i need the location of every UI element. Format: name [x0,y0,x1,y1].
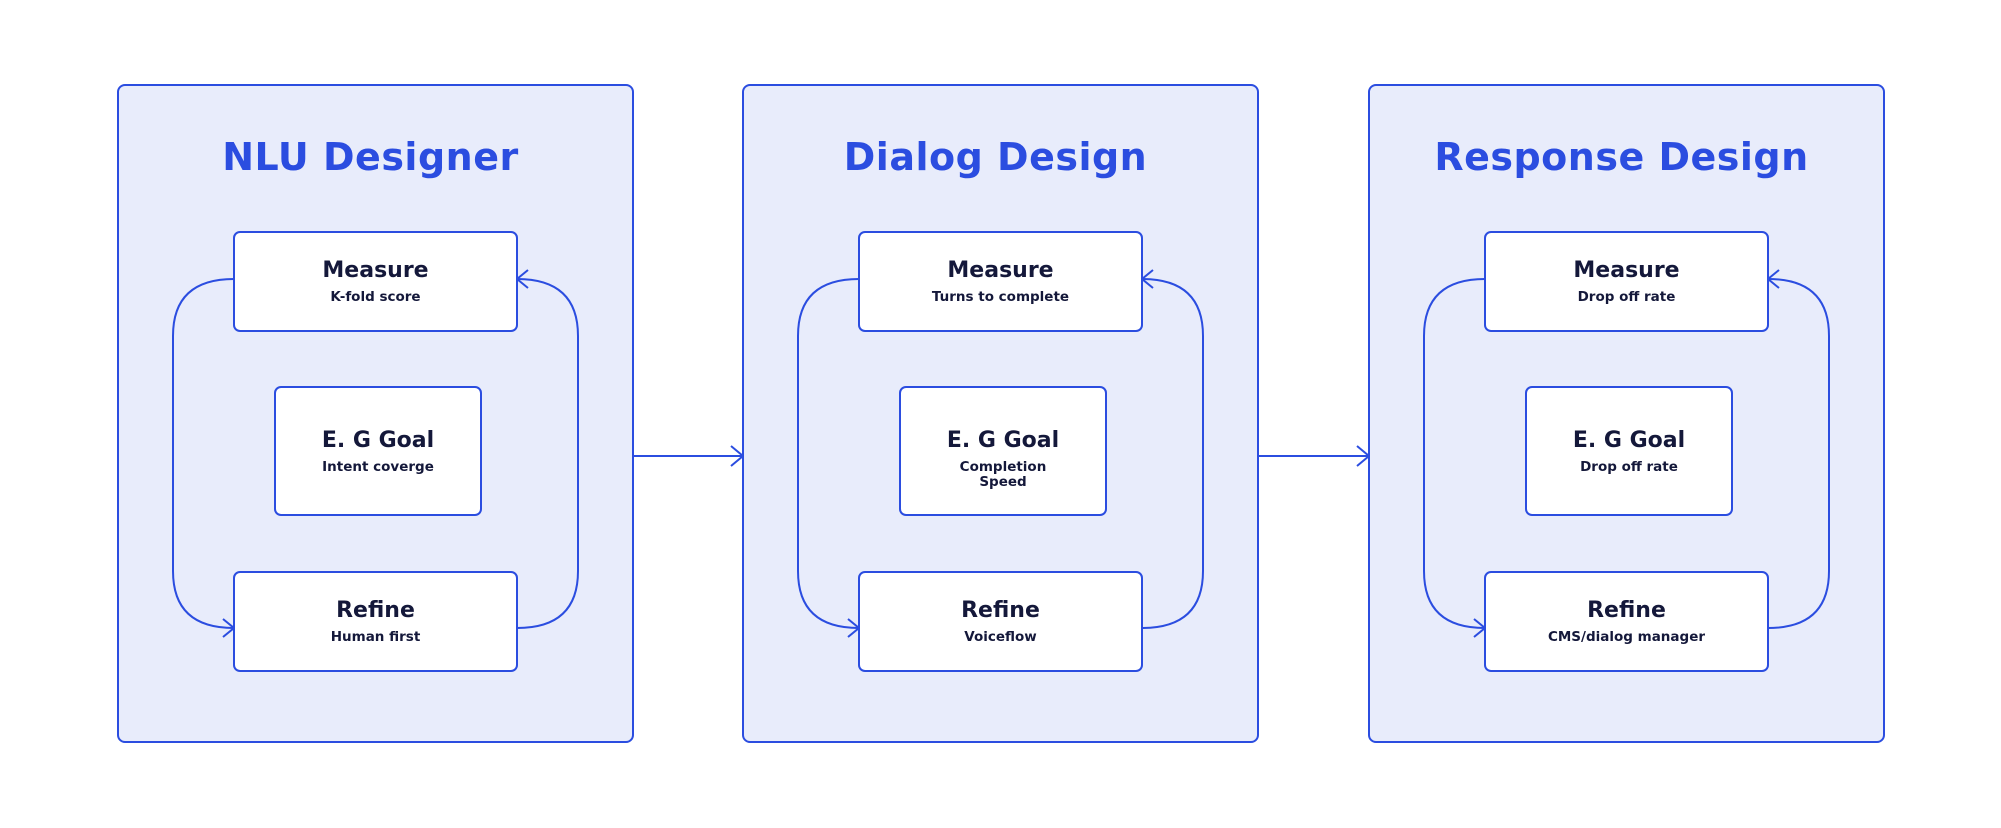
cycle-loop-left [1423,278,1486,629]
refine-box-frame [858,571,1143,672]
box-subtitle: Drop off rate [1580,459,1678,475]
cycle-loop-right [516,278,579,629]
box-title: Refine [1587,598,1666,623]
goal-box-frame [899,386,1107,516]
goal-box-frame [274,386,482,516]
box-subtitle: Voiceflow [964,629,1037,645]
box-title: Measure [947,258,1053,283]
cycle-loop-right [1141,278,1204,629]
panel-connectors [633,445,1371,467]
panel-title: NLU Designer [222,135,518,179]
box-subtitle: Speed [979,474,1026,490]
cycle-loop-left [797,278,860,629]
goal-box-frame [1525,386,1733,516]
cycle-loop-right [1767,278,1830,629]
panel-title: Dialog Design [844,135,1148,179]
box-title: E. G Goal [322,428,434,453]
connector-arrow-2 [1258,445,1371,467]
box-subtitle: Turns to complete [932,289,1069,305]
box-title: Measure [322,258,428,283]
panel-title: Response Design [1434,135,1808,179]
box-title: E. G Goal [1573,428,1685,453]
box-title: Refine [961,598,1040,623]
box-subtitle: CMS/dialog manager [1548,629,1705,645]
refine-box-frame [233,571,518,672]
measure-box-frame [233,231,518,332]
box-subtitle: K-fold score [330,289,420,305]
box-title: Measure [1573,258,1679,283]
box-subtitle: Human first [331,629,421,645]
box-subtitle: Drop off rate [1578,289,1676,305]
box-title: Refine [336,598,415,623]
cycle-loop-left [172,278,235,629]
connector-arrow-1 [633,445,745,467]
box-subtitle: Completion [960,459,1047,475]
measure-box-frame [1484,231,1769,332]
refine-box-frame [1484,571,1769,672]
box-subtitle: Intent coverge [322,459,434,475]
measure-box-frame [858,231,1143,332]
box-title: E. G Goal [947,428,1059,453]
